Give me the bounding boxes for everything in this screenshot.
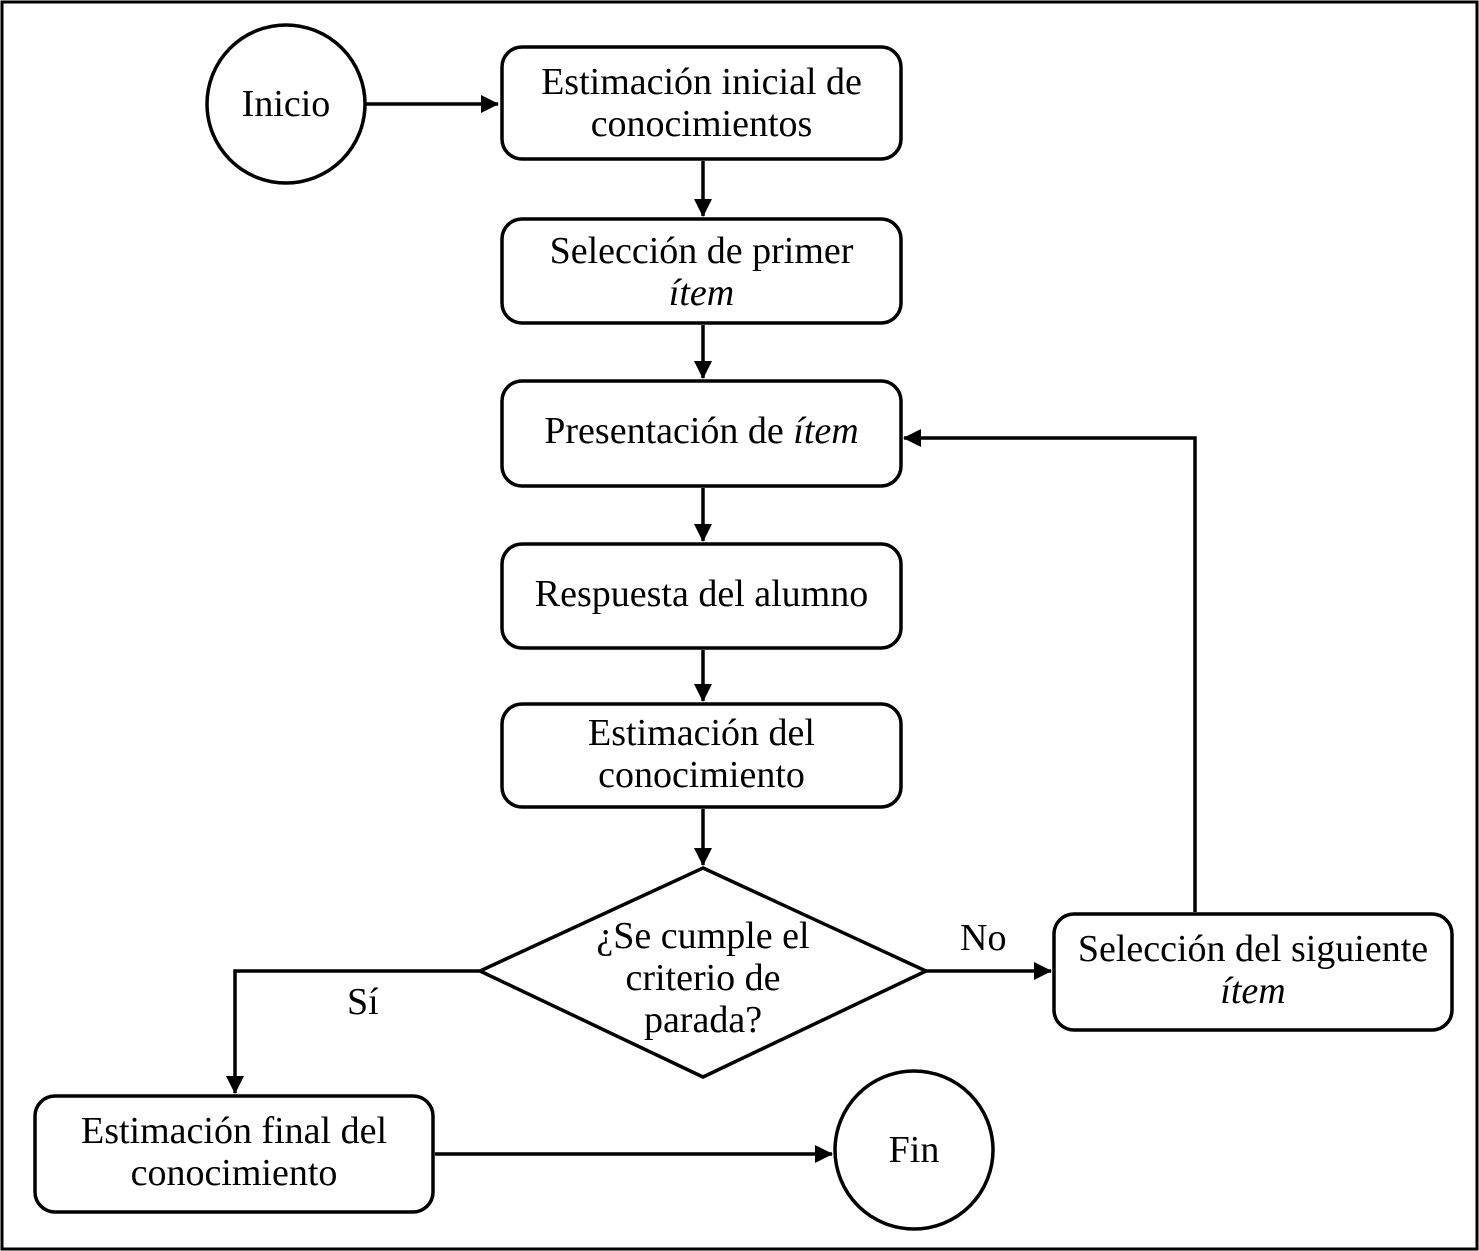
edge-label-no: No xyxy=(960,917,1007,959)
start-node xyxy=(205,23,367,185)
first-item-label: Selección de primer ítem xyxy=(549,230,854,314)
next-item-label: Selección del siguiente ítem xyxy=(1077,928,1429,1012)
knowledge-estimation-label: Estimación del conocimiento xyxy=(588,712,815,796)
initial-estimation-box xyxy=(500,45,903,161)
start-label: Inicio xyxy=(241,83,331,125)
decision-diamond xyxy=(475,866,931,1079)
final-estimation-label: Estimación final del conocimiento xyxy=(80,1110,388,1194)
response-box xyxy=(500,542,903,650)
initial-estimation-label: Estimación inicial de conocimientos xyxy=(541,61,862,145)
next-item-box xyxy=(1052,912,1454,1032)
end-label: Fin xyxy=(888,1129,940,1171)
present-item-box xyxy=(500,379,903,488)
first-item-box xyxy=(500,217,903,325)
final-estimation-box xyxy=(33,1094,435,1214)
end-node xyxy=(833,1069,995,1231)
knowledge-estimation-box xyxy=(500,702,903,809)
arrow-decision-to-final xyxy=(226,969,480,1094)
arrow-next-item-loop-back xyxy=(903,429,1197,912)
edge-label-yes: Sí xyxy=(347,981,379,1023)
response-label: Respuesta del alumno xyxy=(534,573,869,615)
present-item-label: Presentación de ítem xyxy=(544,410,859,452)
decision-label: ¿Se cumple el criterio de parada? xyxy=(596,915,810,1041)
